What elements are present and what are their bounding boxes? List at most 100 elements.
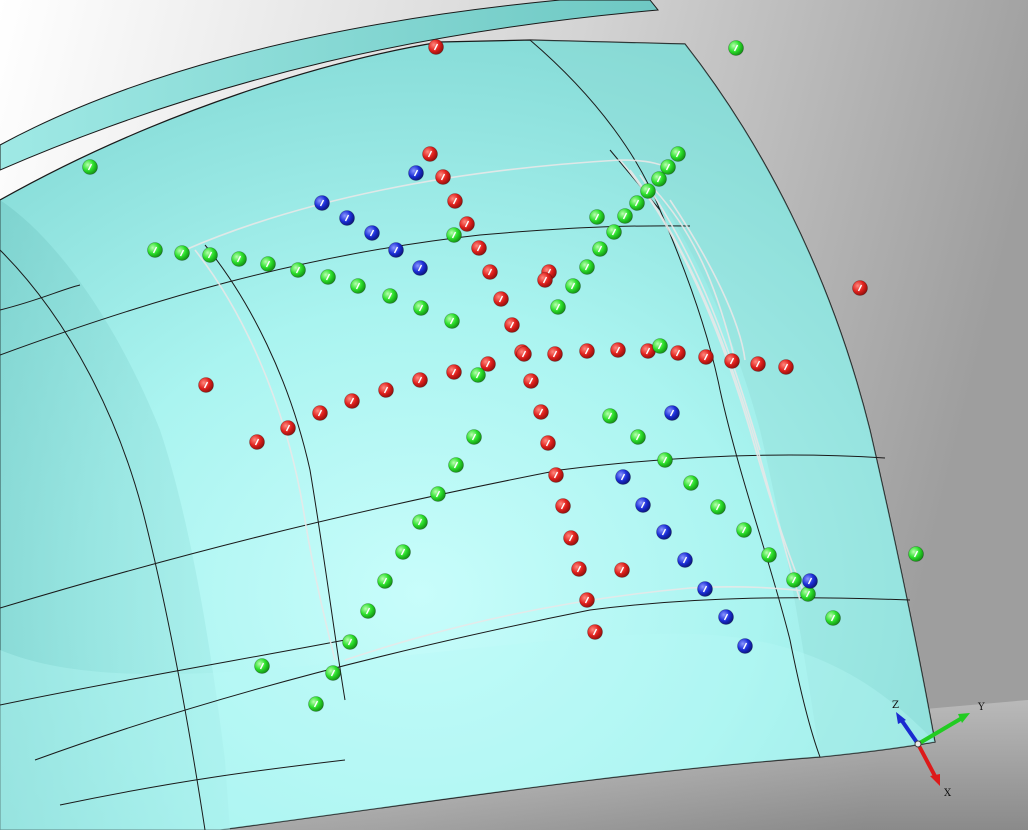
point-normal-tick: [682, 556, 688, 564]
point-normal-tick: [355, 282, 361, 290]
point-normal-tick: [552, 350, 558, 358]
point-normal-tick: [622, 212, 628, 220]
point-normal-tick: [427, 150, 433, 158]
point-normal-tick: [435, 490, 441, 498]
point-normal-tick: [857, 284, 863, 292]
axis-y-label: Y: [977, 702, 985, 713]
point-normal-tick: [594, 213, 600, 221]
surface-top-strip: [0, 0, 659, 171]
point-normal-tick: [203, 381, 209, 389]
point-normal-tick: [645, 347, 651, 355]
point-normal-tick: [611, 228, 617, 236]
point-normal-tick: [382, 577, 388, 585]
point-normal-tick: [619, 566, 625, 574]
point-normal-tick: [656, 175, 662, 183]
point-normal-tick: [665, 163, 671, 171]
point-normal-tick: [313, 700, 319, 708]
point-normal-tick: [755, 360, 761, 368]
red-points[interactable]: [198, 39, 868, 640]
axis-z-label: Z: [892, 700, 899, 711]
point-normal-tick: [464, 220, 470, 228]
surface-edges: [0, 39, 911, 830]
point-normal-tick: [317, 409, 323, 417]
point-normal-tick: [528, 377, 534, 385]
point-normal-tick: [791, 576, 797, 584]
point-normal-tick: [451, 368, 457, 376]
point-normal-tick: [555, 303, 561, 311]
point-normal-tick: [657, 342, 663, 350]
point-normal-tick: [733, 44, 739, 52]
point-normal-tick: [179, 249, 185, 257]
point-normal-tick: [449, 317, 455, 325]
axis-triad-icon: Z Y X: [892, 700, 985, 799]
point-normal-tick: [387, 292, 393, 300]
point-normal-tick: [662, 456, 668, 464]
point-normal-tick: [645, 187, 651, 195]
point-normal-tick: [913, 550, 919, 558]
point-normal-tick: [452, 197, 458, 205]
point-normal-tick: [152, 246, 158, 254]
point-normal-tick: [521, 350, 527, 358]
point-normal-tick: [634, 199, 640, 207]
point-normal-tick: [545, 439, 551, 447]
measurement-points[interactable]: [82, 39, 924, 712]
point-normal-tick: [805, 590, 811, 598]
point-normal-tick: [688, 479, 694, 487]
point-normal-tick: [325, 273, 331, 281]
point-normal-tick: [400, 548, 406, 556]
point-normal-tick: [485, 360, 491, 368]
point-normal-tick: [413, 169, 419, 177]
point-normal-tick: [723, 613, 729, 621]
point-normal-tick: [560, 502, 566, 510]
point-normal-tick: [369, 229, 375, 237]
axis-x-label: X: [944, 788, 952, 799]
point-normal-tick: [615, 346, 621, 354]
point-normal-tick: [509, 321, 515, 329]
point-normal-tick: [640, 501, 646, 509]
point-normal-tick: [607, 412, 613, 420]
point-normal-tick: [451, 231, 457, 239]
green-points[interactable]: [82, 40, 924, 712]
point-normal-tick: [830, 614, 836, 622]
point-normal-tick: [703, 353, 709, 361]
point-normal-tick: [742, 642, 748, 650]
point-normal-tick: [417, 264, 423, 272]
point-normal-tick: [207, 251, 213, 259]
point-normal-tick: [365, 607, 371, 615]
point-normal-tick: [661, 528, 667, 536]
point-normal-tick: [265, 260, 271, 268]
point-normal-tick: [471, 433, 477, 441]
point-normal-tick: [592, 628, 598, 636]
point-normal-tick: [741, 526, 747, 534]
point-normal-tick: [259, 662, 265, 670]
point-normal-tick: [576, 565, 582, 573]
point-normal-tick: [295, 266, 301, 274]
surface-bottom-flange: [0, 633, 935, 830]
point-normal-tick: [597, 245, 603, 253]
point-normal-tick: [715, 503, 721, 511]
point-normal-tick: [417, 518, 423, 526]
point-normal-tick: [349, 397, 355, 405]
point-normal-tick: [453, 461, 459, 469]
point-normal-tick: [807, 577, 813, 585]
point-normal-tick: [475, 371, 481, 379]
point-normal-tick: [675, 349, 681, 357]
point-normal-tick: [584, 347, 590, 355]
point-normal-tick: [440, 173, 446, 181]
point-normal-tick: [568, 534, 574, 542]
point-normal-tick: [635, 433, 641, 441]
blue-points[interactable]: [314, 165, 818, 654]
point-normal-tick: [383, 386, 389, 394]
point-normal-tick: [344, 214, 350, 222]
point-normal-tick: [553, 471, 559, 479]
point-normal-tick: [675, 150, 681, 158]
guide-curves: [184, 159, 816, 661]
point-normal-tick: [669, 409, 675, 417]
point-normal-tick: [418, 304, 424, 312]
point-normal-tick: [476, 244, 482, 252]
point-normal-tick: [766, 551, 772, 559]
point-normal-tick: [393, 246, 399, 254]
point-normal-tick: [487, 268, 493, 276]
